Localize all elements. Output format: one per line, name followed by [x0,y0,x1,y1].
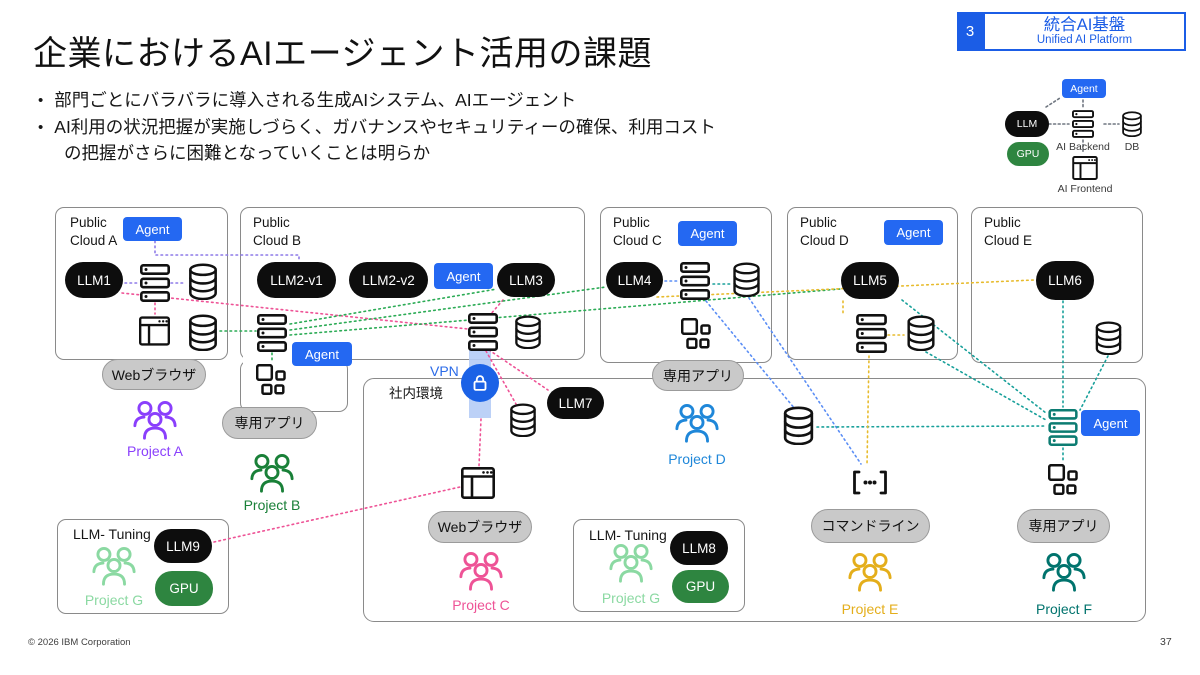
dedicated-app-pill-b: 専用アプリ [222,407,317,439]
web-browser-pill-a: Webブラウザ [102,359,206,390]
cloud-a-browser-icon [139,315,170,347]
project-g-left-icon [90,541,138,587]
gpu-right-pill: GPU [672,570,729,603]
bullet-text: AI利用の状況把握が実施しづらく、ガバナンスやセキュリティーの確保、利用コスト [54,117,716,137]
copyright-text: © 2026 IBM Corporation [28,637,131,648]
cloud-c-label: Public Cloud C [613,215,662,249]
project-e-label: Project E [841,601,899,617]
legend-frontend-label: AI Frontend [1057,183,1113,195]
command-line-pill: コマンドライン [811,509,930,543]
legend-llm-chip: LLM [1005,111,1049,137]
cloud-d-label: Public Cloud D [800,215,849,249]
cloud-d-agent-chip: Agent [884,220,943,245]
cloud-b-server-left-icon [257,314,287,352]
llm1-pill: LLM1 [65,262,123,298]
legend-browser-icon [1072,156,1098,180]
web-browser-pill-internal: Webブラウザ [428,511,532,543]
bullet-item: • 部門ごとにバラバラに導入される生成AIシステム、AIエージェント [38,88,938,113]
llm2-v1-pill: LLM2-v1 [257,262,336,298]
page-title: 企業におけるAIエージェント活用の課題 [33,35,652,73]
bullet-item-continuation: の把握がさらに困難となっていくことは明らか [64,141,964,166]
project-c-label: Project C [452,597,510,613]
cloud-c-app-icon [681,318,711,351]
project-c-icon [458,546,504,592]
bullet-item: • AI利用の状況把握が実施しづらく、ガバナンスやセキュリティーの確保、利用コス… [38,115,958,140]
gpu-left-pill: GPU [155,571,213,606]
cloud-b-server-right-icon [468,313,498,351]
dedicated-app-pill-c: 専用アプリ [652,360,744,391]
cloud-a-agent-chip: Agent [123,217,182,241]
llm2-v2-pill: LLM2-v2 [349,262,428,298]
project-g-left-label: Project G [84,592,144,608]
project-f-icon [1041,547,1087,593]
legend-agent-chip: Agent [1062,79,1106,98]
project-e-icon [847,547,893,593]
cloud-a-label: Public Cloud A [70,215,118,249]
llm3-pill: LLM3 [497,263,555,297]
command-line-icon [851,469,889,496]
cloud-b-app-icon [256,364,286,397]
cloud-b-agent-mid-chip: Agent [292,342,352,366]
cloud-b-agent-chip: Agent [434,263,493,289]
cloud-b-label: Public Cloud B [253,215,302,249]
cloud-e-db-icon [1094,321,1123,355]
legend-db-label: DB [1124,141,1140,153]
cloud-c-db-icon [732,262,761,297]
vpn-lock-icon [461,364,499,402]
badge-number: 3 [957,12,983,51]
project-d-label: Project D [668,451,726,467]
project-d-icon [673,398,721,444]
badge-title-en: Unified AI Platform [1036,33,1133,46]
cloud-e-label: Public Cloud E [984,215,1033,249]
internal-db2-icon [783,406,814,445]
cloud-c-server-icon [680,262,710,300]
cloud-a-db-icon [188,263,218,300]
llm7-pill: LLM7 [547,387,604,419]
project-b-label: Project B [243,497,301,513]
cloud-a-db2-icon [188,314,218,351]
llm9-pill: LLM9 [154,529,212,563]
internal-db-icon [508,403,538,437]
project-g-right-label: Project G [601,590,661,606]
legend-db-icon [1121,111,1143,137]
legend-server-icon [1072,110,1094,138]
llm4-pill: LLM4 [606,262,663,298]
badge-title-jp: 統合AI基盤 [1043,15,1126,34]
cloud-d-server-icon [856,314,887,353]
internal-app-icon [1048,464,1078,497]
llm6-pill: LLM6 [1036,261,1094,300]
project-f-label: Project F [1035,601,1092,617]
llm5-pill: LLM5 [841,262,899,299]
dedicated-app-pill-internal: 専用アプリ [1017,509,1110,543]
internal-server-icon [1048,409,1078,446]
bullet-marker: • [38,92,44,109]
bullet-marker: • [38,119,44,136]
cloud-d-db-icon [906,315,936,351]
llm8-pill: LLM8 [670,531,728,565]
cloud-c-agent-chip: Agent [678,221,737,246]
project-g-right-icon [607,538,655,584]
bullet-text: 部門ごとにバラバラに導入される生成AIシステム、AIエージェント [54,90,577,110]
legend-gpu-chip: GPU [1007,142,1049,166]
internal-browser-icon [461,467,495,499]
cloud-a-server-icon [140,264,170,302]
internal-agent-chip: Agent [1081,410,1140,436]
internal-env-label: 社内環境 [389,386,443,401]
project-b-icon [249,448,295,494]
llm-tuning-left-label: LLM- Tuning [73,526,151,542]
page-number: 37 [1160,636,1172,648]
bullet-text: の把握がさらに困難となっていくことは明らか [64,143,431,163]
project-a-label: Project A [126,443,184,459]
unified-ai-platform-badge: 統合AI基盤 Unified AI Platform [983,12,1186,51]
legend-backend-label: AI Backend [1056,141,1110,153]
llm-tuning-right-label: LLM- Tuning [589,527,667,543]
vpn-label: VPN [430,363,459,379]
project-a-icon [132,395,178,441]
cloud-b-db-icon [513,315,543,349]
